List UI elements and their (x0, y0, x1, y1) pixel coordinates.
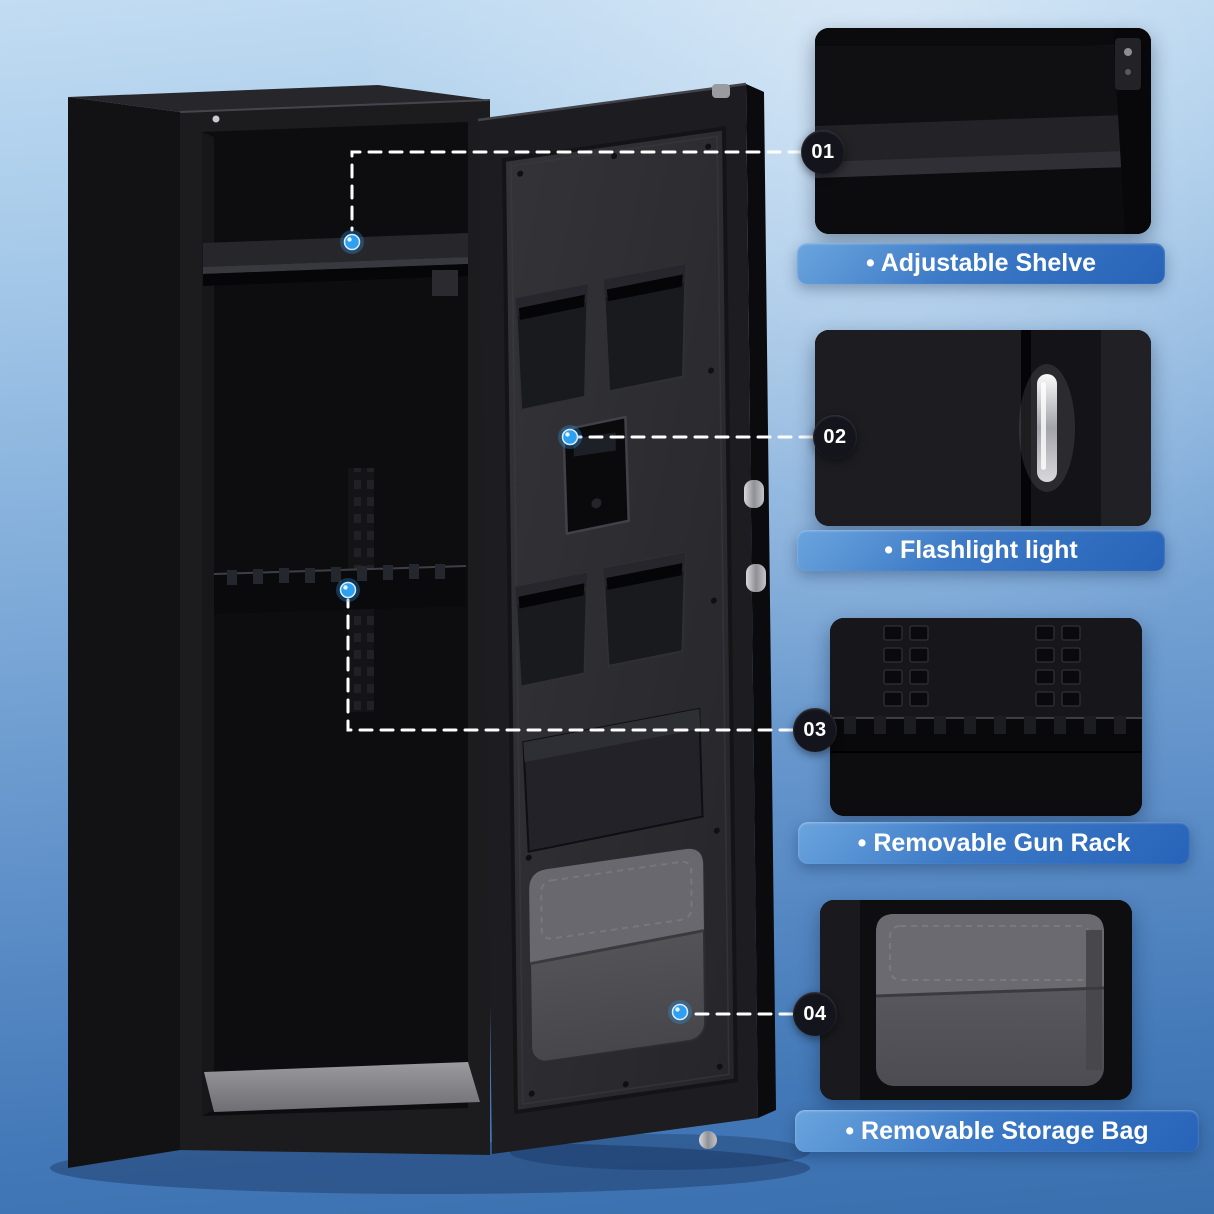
storage-bag-flap (876, 914, 1104, 996)
safe-door (477, 82, 776, 1154)
feature-label-removable-gun-rack: • Removable Gun Rack (798, 822, 1190, 864)
callout-number-04: 04 (803, 1002, 827, 1025)
flashlight-detail-photo (815, 330, 1151, 526)
adjustable-shelf (203, 233, 468, 286)
door-inner-panel (501, 126, 738, 1115)
flashlight-lens (1037, 374, 1057, 482)
door-mesh-pocket (522, 707, 704, 853)
callout-line-3 (346, 598, 794, 732)
door-magazine-pouch-top-left (514, 282, 589, 412)
feature-label-adjustable-shelve: • Adjustable Shelve (797, 243, 1165, 284)
callout-number-03: 03 (803, 718, 827, 741)
callout-dot-storage-bag (668, 1000, 692, 1024)
mount-clips (883, 625, 1081, 707)
gun-rack-detail-photo (830, 618, 1142, 816)
flashlight-detail-graphic (815, 330, 1151, 526)
door-ground-shadow (510, 1134, 810, 1170)
safe-ground-shadow (50, 1142, 810, 1194)
callout-lines (346, 150, 814, 1016)
safe-interior (202, 122, 480, 1116)
callout-number-02: 02 (823, 425, 847, 448)
shelf-detail-photo (815, 28, 1151, 234)
rack-notches (844, 716, 1126, 734)
callout-dots (336, 230, 692, 1024)
felt-floor (204, 1062, 480, 1112)
callout-badge-02: 02 (813, 415, 857, 459)
shelf-detail-graphic (815, 28, 1151, 234)
storage-bag-detail-photo (820, 900, 1132, 1100)
door-magazine-pouch-mid-left (514, 571, 589, 688)
door-flashlight-unit (562, 415, 631, 536)
lock-mechanism (1115, 38, 1141, 90)
feature-label-removable-storage-bag: • Removable Storage Bag (795, 1110, 1199, 1152)
callout-dot-flashlight (558, 425, 582, 449)
callout-line-1 (350, 150, 803, 232)
door-magazine-pouch-top-right (602, 262, 687, 393)
storage-bag-detail-graphic (820, 900, 1132, 1100)
callout-badge-01: 01 (801, 130, 845, 174)
door-lock-bolts (699, 84, 766, 1149)
door-storage-bag (528, 847, 707, 1063)
door-magazine-pouch-mid-right (602, 551, 687, 668)
cabinet-screw (212, 115, 220, 123)
callout-badge-03: 03 (793, 708, 837, 752)
callout-number-01: 01 (811, 140, 835, 163)
callout-dot-gun-rack (336, 578, 360, 602)
callout-dot-shelf (340, 230, 364, 254)
callout-badge-04: 04 (793, 992, 837, 1036)
gun-rack-detail-graphic (830, 618, 1142, 816)
feature-label-flashlight-light: • Flashlight light (797, 530, 1165, 571)
shelf-bracket (432, 270, 458, 296)
